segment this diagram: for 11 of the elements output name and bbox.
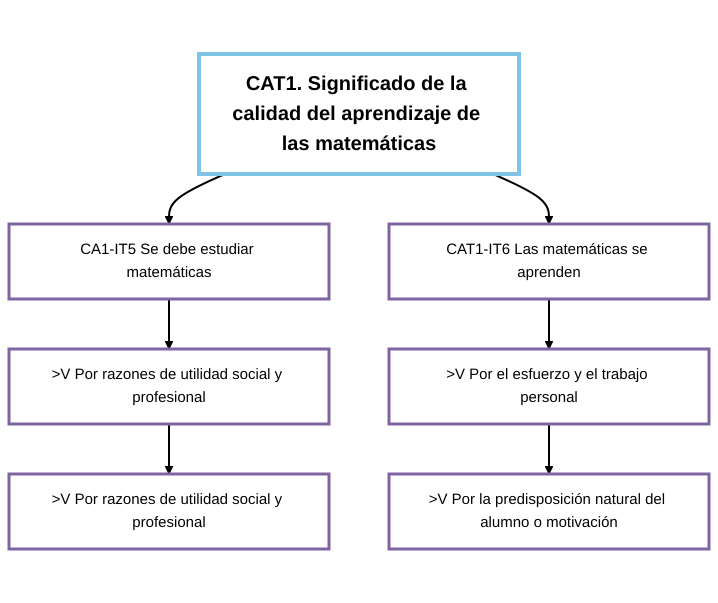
node-box: >V Por la predisposición natural del alumno o motivación (388, 472, 710, 550)
arrow (164, 299, 174, 350)
arrow (164, 424, 174, 474)
node-box: CAT1-IT6 Las matemáticas se aprenden (388, 222, 710, 300)
arrow (544, 299, 554, 350)
arrow (544, 424, 554, 474)
node-box: >V Por razones de utilidad social y profesional (8, 472, 330, 550)
node-box: >V Por el esfuerzo y el trabajo personal (388, 348, 710, 426)
node-box: >V Por razones de utilidad social y profesional (8, 348, 330, 426)
node-box: CA1-IT5 Se debe estudiar matemáticas (8, 222, 330, 300)
node-box: CAT1. Significado de la calidad del aprendizaje de las matemáticas (197, 52, 521, 176)
